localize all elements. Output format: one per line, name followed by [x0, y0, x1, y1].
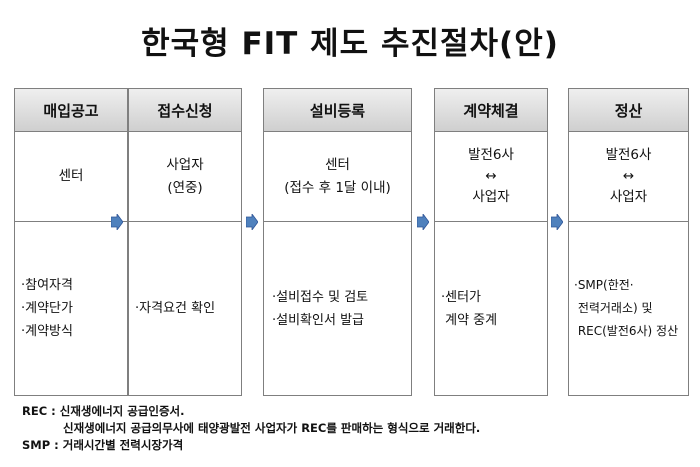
step-responsible: 발전6사 ↔ 사업자 [435, 132, 547, 222]
task-item: ·설비접수 및 검토 [272, 289, 369, 305]
step-responsible: 센터 (접수 후 1달 이내) [264, 132, 411, 222]
responsible-line: 센터 [325, 156, 350, 173]
task-item: ·자격요건 확인 [135, 301, 216, 316]
task-item: ·참여자격 [21, 278, 73, 293]
swap-arrow-icon: ↔ [485, 168, 497, 184]
responsible-line: 발전6사 [605, 147, 652, 163]
step-responsible: 발전6사 ↔ 사업자 [569, 132, 688, 222]
footnotes: REC : 신재생에너지 공급인증서. 신재생에너지 공급의무사에 태양광발전 … [22, 403, 480, 454]
process-step-4: 계약체결 발전6사 ↔ 사업자 ·센터가 계약 중계 [434, 88, 548, 396]
footnote-smp: SMP : 거래시간별 전력시장가격 [22, 438, 184, 452]
step-tasks: ·SMP(한전· 전력거래소) 및 REC(발전6사) 정산 [569, 222, 688, 395]
footnote-rec-detail: 신재생에너지 공급의무사에 태양광발전 사업자가 REC를 판매하는 형식으로 … [63, 421, 481, 435]
task-item: ·계약방식 [21, 324, 73, 339]
responsible-line: 사업자 [472, 189, 510, 205]
step-header: 정산 [569, 89, 688, 132]
task-item: ·SMP(한전· [574, 278, 634, 292]
step-header: 접수신청 [129, 89, 241, 132]
process-step-1: 매입공고 센터 ·참여자격 ·계약단가 ·계약방식 [14, 88, 128, 396]
step-tasks: ·설비접수 및 검토 ·설비확인서 발급 [264, 222, 411, 395]
task-item: ·센터가 [441, 289, 482, 305]
footnote-rec: REC : 신재생에너지 공급인증서. [22, 404, 185, 418]
flow-arrow-icon [551, 214, 563, 230]
responsible-line: 사업자 [609, 189, 648, 205]
process-step-5: 정산 발전6사 ↔ 사업자 ·SMP(한전· 전력거래소) 및 REC(발전6사… [568, 88, 689, 396]
step-header: 설비등록 [264, 89, 411, 132]
task-item: ·설비확인서 발급 [272, 312, 364, 328]
step-responsible: 센터 [15, 132, 127, 222]
step-responsible: 사업자 (연중) [129, 132, 241, 222]
step-tasks: ·참여자격 ·계약단가 ·계약방식 [15, 222, 127, 395]
task-item: ·계약단가 [21, 301, 73, 316]
responsible-line: (접수 후 1달 이내) [284, 179, 391, 196]
responsible-line: (연중) [167, 179, 203, 196]
task-item: 전력거래소) 및 [574, 301, 653, 315]
responsible-line: 센터 [58, 168, 84, 184]
flow-arrow-icon [417, 214, 429, 230]
process-step-3: 설비등록 센터 (접수 후 1달 이내) ·설비접수 및 검토 ·설비확인서 발… [263, 88, 412, 396]
step-header: 매입공고 [15, 89, 127, 132]
flow-arrow-icon [246, 214, 258, 230]
step-tasks: ·자격요건 확인 [129, 222, 241, 395]
task-item: 계약 중계 [441, 312, 498, 328]
responsible-line: 사업자 [166, 156, 204, 173]
task-item: REC(발전6사) 정산 [574, 324, 679, 338]
page-title: 한국형 FIT 제도 추진절차(안) [141, 26, 559, 62]
step-header: 계약체결 [435, 89, 547, 132]
flow-arrow-icon [111, 214, 123, 230]
process-step-2: 접수신청 사업자 (연중) ·자격요건 확인 [128, 88, 242, 396]
step-tasks: ·센터가 계약 중계 [435, 222, 547, 395]
responsible-line: 발전6사 [468, 147, 514, 163]
swap-arrow-icon: ↔ [622, 168, 635, 184]
